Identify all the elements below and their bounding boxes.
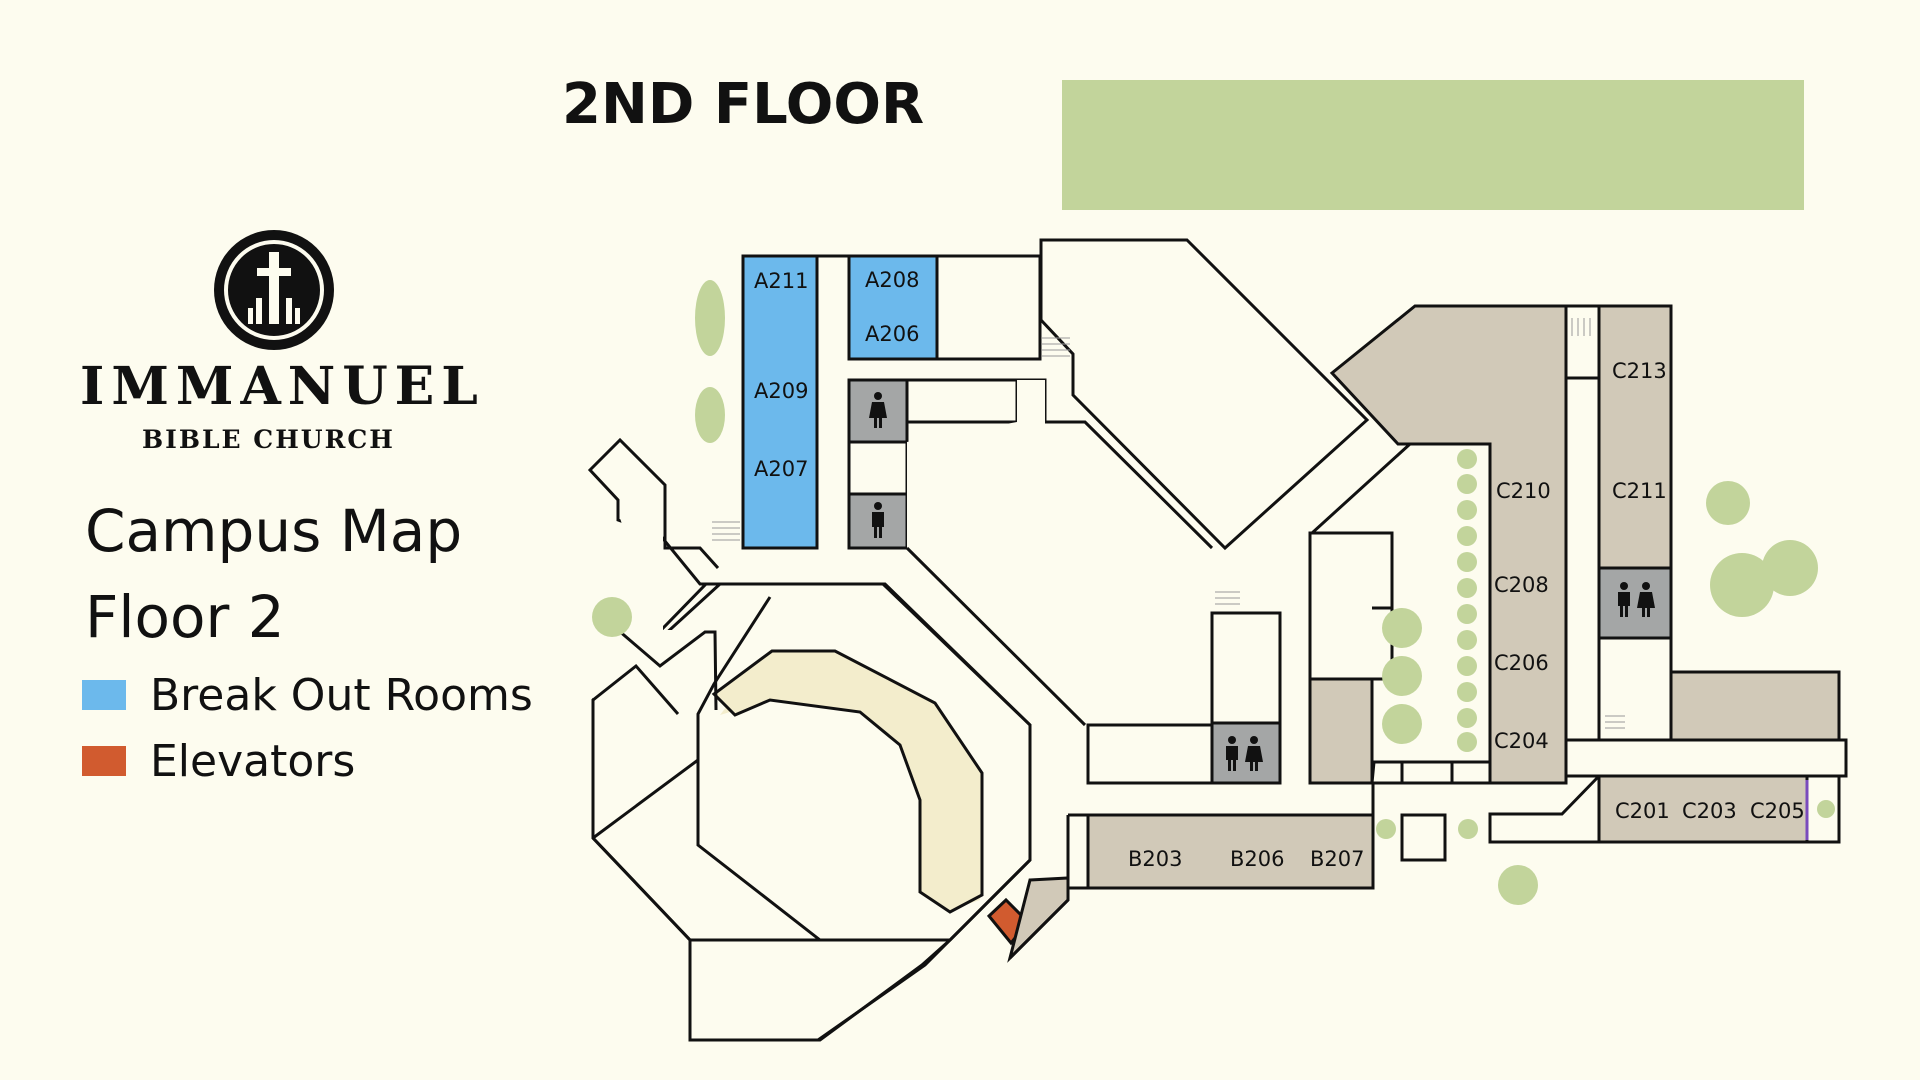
restroom-all-icon — [1226, 736, 1263, 771]
church-logo-icon — [214, 230, 334, 350]
left-lobby-wall — [587, 437, 720, 586]
label-C210: C210 — [1496, 479, 1551, 503]
corridor-c — [1564, 738, 1848, 778]
corridor-a — [905, 378, 1019, 424]
room-c-west[interactable] — [1308, 531, 1394, 681]
label-C205: C205 — [1750, 799, 1805, 823]
legend: Break Out Rooms Elevators — [82, 662, 533, 794]
restroom-c-icon — [1618, 582, 1655, 617]
label-C208: C208 — [1494, 573, 1549, 597]
restroom-women-icon — [869, 392, 887, 428]
room-A211[interactable] — [741, 254, 819, 550]
legend-swatch-breakout — [82, 680, 126, 710]
restroom-all-b[interactable] — [1210, 721, 1282, 785]
room-c-west-tan[interactable] — [1308, 677, 1374, 785]
label-B206: B206 — [1230, 847, 1285, 871]
room-small-1[interactable] — [847, 440, 909, 496]
room-large-diamond[interactable] — [1039, 238, 1370, 551]
room-c-east[interactable] — [1669, 670, 1841, 742]
legend-label-breakout: Break Out Rooms — [150, 669, 533, 721]
label-C206: C206 — [1494, 651, 1549, 675]
courtyard-south-wall — [1371, 781, 1490, 815]
label-A209: A209 — [754, 379, 808, 403]
label-C213: C213 — [1612, 359, 1667, 383]
label-C201: C201 — [1615, 799, 1670, 823]
room-B-wing[interactable] — [1086, 813, 1375, 890]
restroom-c[interactable] — [1597, 566, 1673, 640]
stairwell-c — [1564, 304, 1601, 380]
stairs-icon — [712, 318, 1625, 729]
legend-item-breakout: Break Out Rooms — [82, 662, 533, 728]
green-space — [1062, 80, 1804, 210]
label-A207: A207 — [754, 457, 808, 481]
room-C213[interactable] — [1597, 304, 1673, 570]
room-B205[interactable] — [1086, 723, 1214, 785]
label-B207: B207 — [1310, 847, 1365, 871]
brand-name: IMMANUEL — [80, 356, 485, 417]
balcony-seating — [711, 649, 984, 914]
label-B203: B203 — [1128, 847, 1183, 871]
tree-icon — [592, 280, 1835, 905]
label-A206: A206 — [865, 322, 919, 346]
legend-item-elevators: Elevators — [82, 728, 533, 794]
legend-swatch-elevators — [82, 746, 126, 776]
brand-subtitle: BIBLE CHURCH — [142, 425, 395, 454]
room-small-courtyard-south[interactable] — [1400, 813, 1447, 862]
floor-title: 2ND FLOOR — [562, 72, 925, 137]
room-c-below-restroom[interactable] — [1597, 636, 1673, 742]
label-A211: A211 — [754, 269, 808, 293]
sanctuary-inner-wall — [696, 596, 950, 942]
central-corridor — [907, 380, 1212, 725]
map-title: Campus Map Floor 2 — [85, 488, 462, 660]
left-lobby — [593, 518, 719, 706]
room-A206-north[interactable] — [935, 254, 1042, 361]
map-title-line2: Floor 2 — [85, 583, 285, 651]
label-C204: C204 — [1494, 729, 1549, 753]
label-C203: C203 — [1682, 799, 1737, 823]
label-A208: A208 — [865, 268, 919, 292]
sanctuary-inner-wall-right — [948, 858, 1032, 942]
map-title-line1: Campus Map — [85, 497, 463, 565]
room-A208[interactable] — [847, 254, 939, 361]
label-C211: C211 — [1612, 479, 1667, 503]
restroom-men-icon — [872, 502, 884, 538]
legend-label-elevators: Elevators — [150, 735, 356, 787]
